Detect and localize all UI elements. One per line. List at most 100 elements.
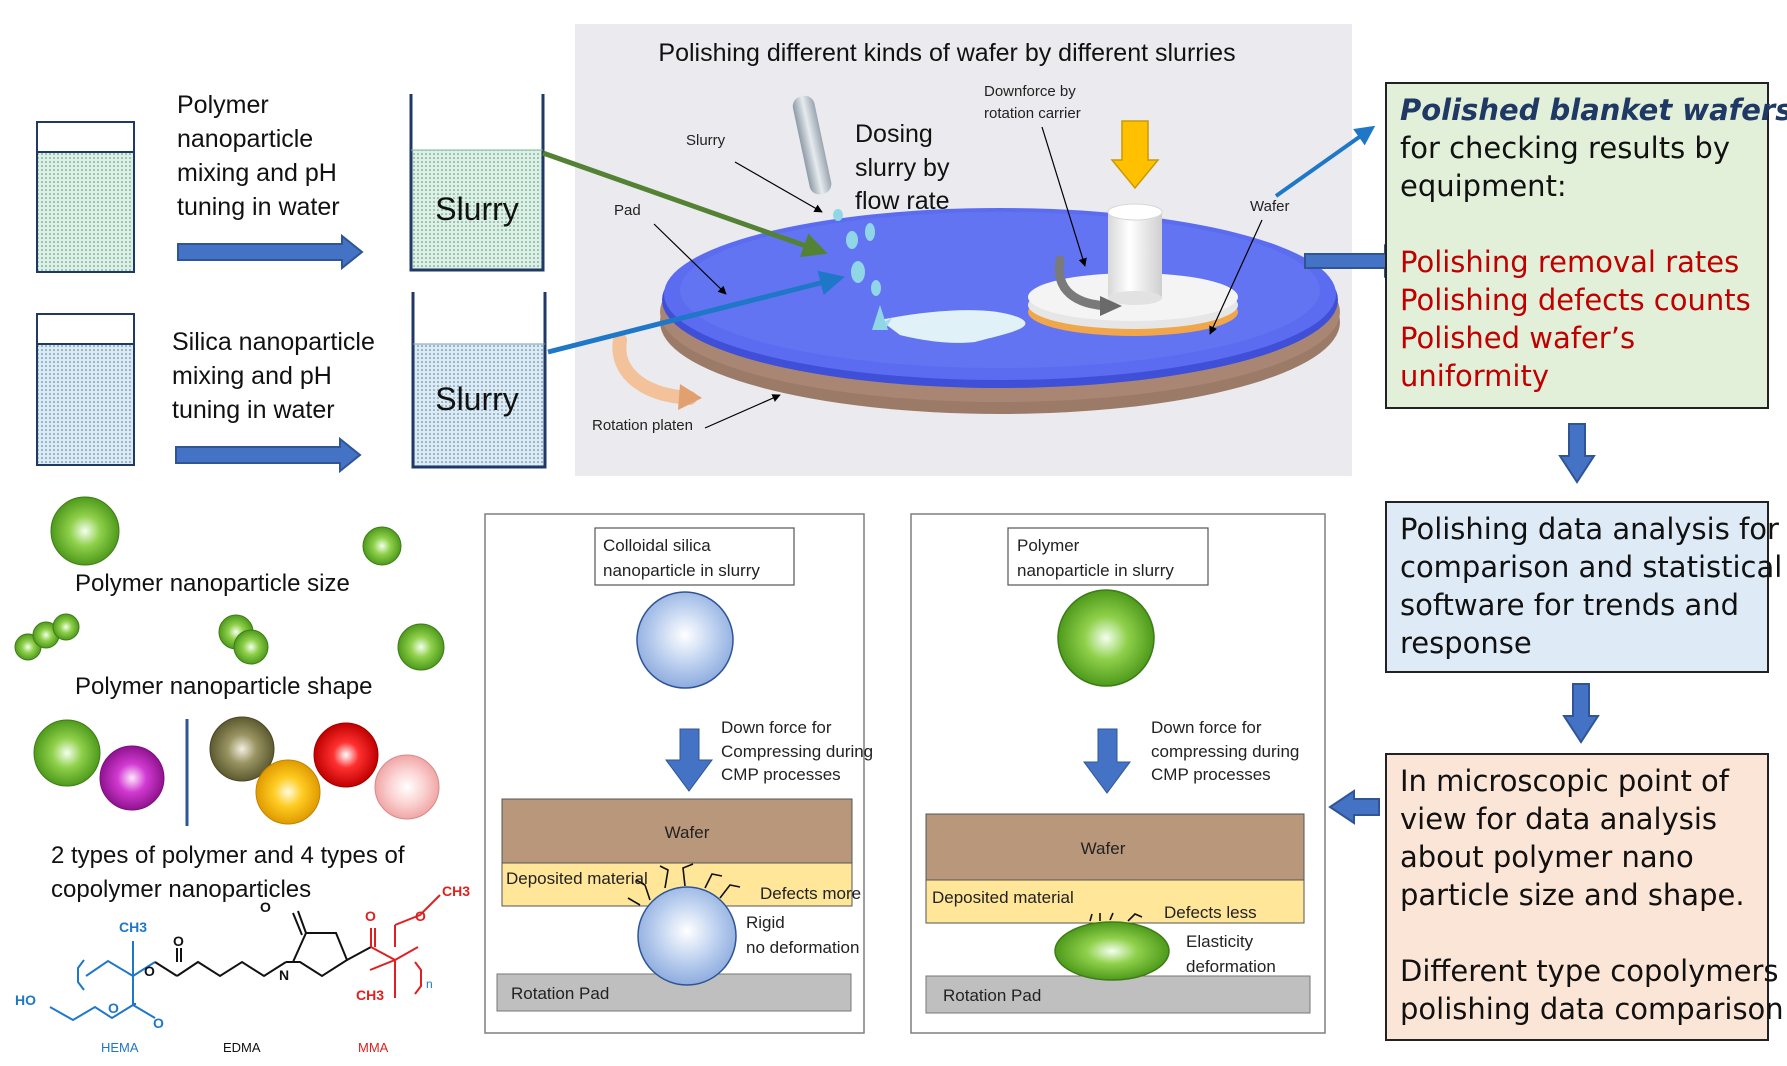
svg-text:Colloidal silica: Colloidal silica [603, 536, 711, 555]
svg-text:slurry by: slurry by [855, 154, 950, 182]
svg-text:Elasticity: Elasticity [1186, 932, 1254, 951]
block-arrow-step1 [177, 233, 364, 271]
chemical-labels: CH3 HO O O O O O N O O CH3 CH3 n [15, 883, 470, 1031]
particle-size-examples [50, 496, 402, 566]
chemical-structure [49, 894, 441, 1022]
polishing-title: Polishing different kinds of wafer by di… [658, 39, 1235, 67]
results-title: Polished blanket wafers [1400, 93, 1787, 127]
shape-label: Polymer nanoparticle shape [75, 673, 373, 700]
svg-text:EDMA: EDMA [223, 1040, 261, 1055]
svg-text:Rigid: Rigid [746, 913, 785, 932]
results-line-1: for checking results by [1400, 131, 1731, 165]
polishing-illustration: Polishing different kinds of wafer by di… [575, 24, 1352, 476]
label-wafer-top: Wafer [1250, 198, 1289, 215]
svg-text:2 types of polymer and 4 types: 2 types of polymer and 4 types of [51, 842, 405, 869]
particle-shape-examples [14, 613, 445, 671]
results-text: Polished blanket wafers for checking res… [1400, 91, 1787, 395]
silica-panel: Colloidal silica nanoparticle in slurry … [484, 513, 873, 1034]
svg-text:O: O [144, 963, 155, 979]
analysis-line-3: software for trends and [1400, 588, 1740, 622]
source-beaker-silica [36, 313, 135, 466]
micro-line-6: polishing data comparison [1400, 992, 1784, 1026]
analysis-line-1: Polishing data analysis for [1400, 512, 1779, 546]
arrow-silica-slurry-to-pad [547, 270, 845, 355]
svg-text:CH3: CH3 [442, 883, 470, 899]
left-arrow-micro [1328, 789, 1380, 825]
analysis-line-4: response [1400, 626, 1532, 660]
svg-text:Rotation Pad: Rotation Pad [943, 986, 1041, 1005]
arrow-polymer-slurry-to-pad [542, 150, 828, 258]
svg-text:Deposited material: Deposited material [932, 888, 1074, 907]
svg-text:MMA: MMA [358, 1040, 389, 1055]
micro-line-2: view for data analysis [1400, 802, 1718, 836]
svg-text:CMP processes: CMP processes [721, 765, 841, 784]
svg-text:Defects less: Defects less [1164, 903, 1257, 922]
svg-text:mixing and pH: mixing and pH [172, 362, 332, 390]
svg-text:O: O [260, 899, 271, 915]
down-arrow-1 [1558, 423, 1596, 484]
svg-text:Polymer: Polymer [177, 91, 269, 119]
monomer-labels: HEMA EDMA MMA [101, 1040, 389, 1055]
svg-text:N: N [279, 967, 289, 983]
step2-text: Silica nanoparticle mixing and pH tuning… [172, 328, 375, 424]
svg-text:O: O [415, 908, 426, 924]
svg-text:Wafer: Wafer [665, 823, 710, 842]
micro-box [1385, 753, 1769, 1041]
svg-text:Silica nanoparticle: Silica nanoparticle [172, 328, 375, 356]
svg-text:O: O [153, 1015, 164, 1031]
svg-text:Rotation Pad: Rotation Pad [511, 984, 609, 1003]
results-line-2: equipment: [1400, 169, 1567, 203]
arrow-to-results [1274, 125, 1376, 198]
svg-text:Defects more: Defects more [760, 884, 861, 903]
block-arrow-step2 [175, 436, 362, 474]
slurry-beaker-polymer: Slurry [409, 94, 545, 272]
micro-line-1: In microscopic point of [1400, 764, 1729, 798]
svg-text:Down force for: Down force for [721, 718, 832, 737]
svg-text:O: O [173, 933, 184, 949]
svg-text:tuning in water: tuning in water [177, 193, 340, 221]
slurry-label-1: Slurry [435, 191, 519, 227]
svg-text:O: O [365, 908, 376, 924]
copolymer-particles [33, 716, 440, 826]
svg-text:HEMA: HEMA [101, 1040, 139, 1055]
slurry-label-2: Slurry [435, 381, 519, 417]
label-slurry-nozzle: Slurry [686, 132, 726, 149]
micro-line-3: about polymer nano [1400, 840, 1694, 874]
svg-text:deformation: deformation [1186, 957, 1276, 976]
analysis-box [1385, 501, 1769, 673]
label-rotation-platen: Rotation platen [592, 417, 693, 434]
svg-text:no deformation: no deformation [746, 938, 859, 957]
results-metric-2: Polishing defects counts [1400, 283, 1751, 317]
micro-line-5: Different type copolymers [1400, 954, 1779, 988]
svg-text:n: n [426, 977, 433, 991]
svg-text:Polymer: Polymer [1017, 536, 1080, 555]
svg-text:compressing during: compressing during [1151, 742, 1299, 761]
micro-text: In microscopic point of view for data an… [1400, 762, 1784, 1028]
svg-text:Compressing during: Compressing during [721, 742, 873, 761]
svg-text:mixing and pH: mixing and pH [177, 159, 337, 187]
results-metric-3: Polished wafer’s [1400, 321, 1636, 355]
step1-text: Polymer nanoparticle mixing and pH tunin… [177, 91, 340, 221]
results-metric-1: Polishing removal rates [1400, 245, 1740, 279]
label-dosing: Dosing slurry by flow rate [855, 120, 950, 215]
micro-line-4: particle size and shape. [1400, 878, 1745, 912]
source-beaker-polymer [36, 121, 135, 273]
svg-text:O: O [108, 1000, 119, 1016]
svg-text:nanoparticle in slurry: nanoparticle in slurry [603, 561, 760, 580]
label-pad: Pad [614, 202, 641, 219]
svg-text:Down force for: Down force for [1151, 718, 1262, 737]
size-label: Polymer nanoparticle size [75, 570, 350, 597]
svg-text:HO: HO [15, 992, 36, 1008]
svg-text:nanoparticle in slurry: nanoparticle in slurry [1017, 561, 1174, 580]
svg-text:CMP processes: CMP processes [1151, 765, 1271, 784]
svg-text:Dosing: Dosing [855, 120, 933, 148]
svg-text:Wafer: Wafer [1081, 839, 1126, 858]
svg-text:CH3: CH3 [119, 919, 147, 935]
types-label: 2 types of polymer and 4 types of copoly… [51, 842, 405, 903]
analysis-line-2: comparison and statistical [1400, 550, 1783, 584]
svg-text:tuning in water: tuning in water [172, 396, 335, 424]
svg-text:nanoparticle: nanoparticle [177, 125, 313, 153]
svg-text:CH3: CH3 [356, 987, 384, 1003]
